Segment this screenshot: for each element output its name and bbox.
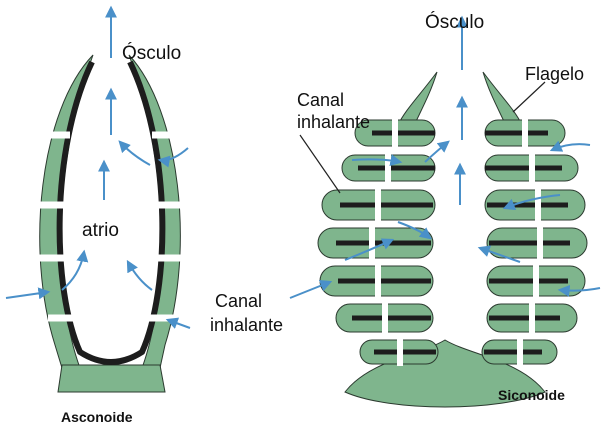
asconoide-canal-label-line2: inhalante	[210, 315, 283, 335]
siconoide-name: Siconoide	[498, 387, 565, 403]
asconoide-pore-arrow-right-mid	[128, 262, 152, 290]
asconoide-pore-arrow-right-curl	[120, 142, 150, 165]
asconoide-base	[58, 365, 165, 392]
asconoide-sponge: Ósculo atrio Asconoide	[6, 8, 190, 425]
asconoide-name: Asconoide	[61, 409, 133, 425]
asconoide-canal-label-line1: Canal	[215, 291, 262, 311]
siconoide-canal-label-line2: inhalante	[297, 112, 370, 132]
siconoide-canal-arrow-left-2	[425, 142, 448, 162]
siconoide-sponge: Ósculo Flagelo Canal inhalante Siconoide	[290, 11, 600, 407]
siconoide-right-folds	[482, 72, 587, 366]
flagelo-leader-line	[513, 82, 545, 112]
canal-inhalante-leader-line	[300, 135, 340, 193]
siconoide-osculum-label: Ósculo	[425, 11, 484, 33]
asconoide-atrium-label: atrio	[82, 220, 119, 241]
siconoide-canal-label-line1: Canal	[297, 90, 344, 110]
asconoide-pore-arrow-right-low	[168, 320, 190, 328]
siconoide-flagelo-label: Flagelo	[525, 64, 584, 84]
asconoide-pore-arrow-left-low	[6, 292, 48, 298]
asconoide-osculum-label: Ósculo	[122, 42, 181, 64]
